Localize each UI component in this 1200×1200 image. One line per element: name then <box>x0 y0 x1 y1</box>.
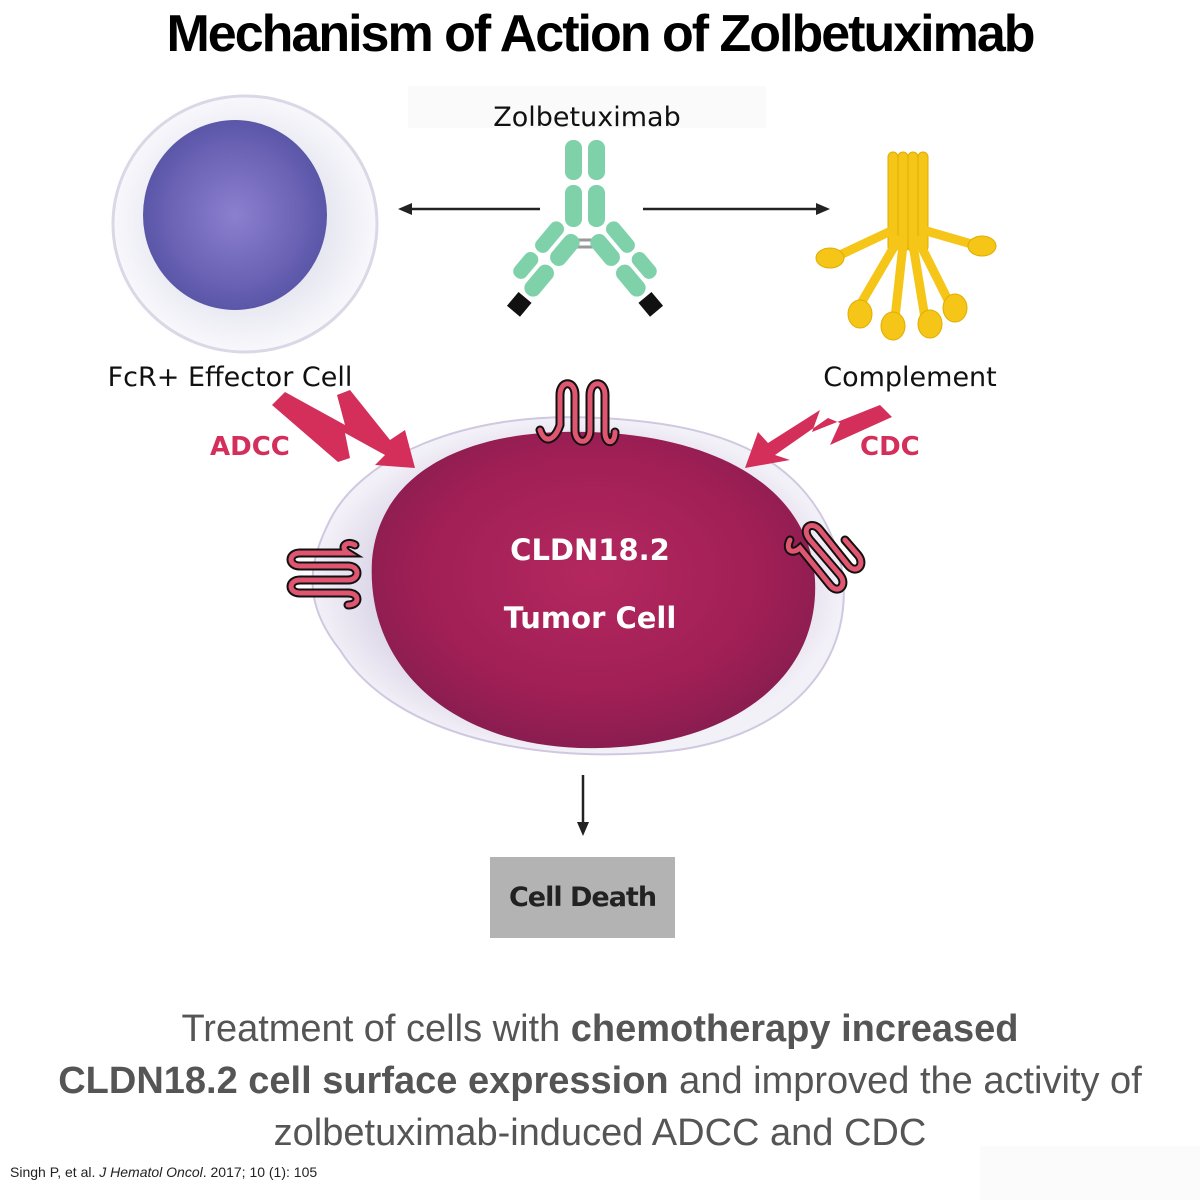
antibody-icon <box>506 140 664 317</box>
citation-journal: J Hematol Oncol <box>99 1164 203 1180</box>
summary-part1: Treatment of cells with <box>181 1008 571 1050</box>
footer-blank-box <box>980 1146 1200 1200</box>
cdc-lightning-arrow <box>745 405 892 468</box>
tumor-cell-label-line1: CLDN18.2 <box>510 533 670 567</box>
summary-text: Treatment of cells with chemotherapy inc… <box>40 1003 1160 1159</box>
arrow-to-effector <box>398 203 540 215</box>
adcc-label: ADCC <box>210 432 290 462</box>
effector-cell-label: FcR+ Effector Cell <box>107 362 353 393</box>
effector-cell <box>111 94 379 354</box>
summary-bold1: chemotherapy increased <box>570 1008 1019 1050</box>
complement-icon <box>815 151 997 341</box>
cell-death-box <box>490 857 675 938</box>
antibody-label-background <box>408 86 766 128</box>
antibody-label: Zolbetuximab <box>493 102 681 133</box>
summary-part2: and improved the activity of zolbetuxima… <box>273 1060 1142 1154</box>
arrow-to-cell-death <box>577 775 589 836</box>
tumor-cell <box>311 416 845 756</box>
page-title: Mechanism of Action of Zolbetuximab <box>166 5 1035 63</box>
summary-bold2: CLDN18.2 cell surface expression <box>58 1060 669 1102</box>
citation-authors: Singh P, et al. <box>10 1164 100 1180</box>
adcc-lightning-arrow <box>272 390 415 468</box>
citation: Singh P, et al. J Hematol Oncol. 2017; 1… <box>10 1164 610 1180</box>
citation-rest: . 2017; 10 (1): 105 <box>202 1164 318 1180</box>
cdc-label: CDC <box>860 432 920 462</box>
complement-label: Complement <box>823 362 997 393</box>
arrow-to-complement <box>643 203 830 215</box>
tumor-cell-label-line2: Tumor Cell <box>503 601 677 635</box>
cell-death-label: Cell Death <box>508 882 657 913</box>
